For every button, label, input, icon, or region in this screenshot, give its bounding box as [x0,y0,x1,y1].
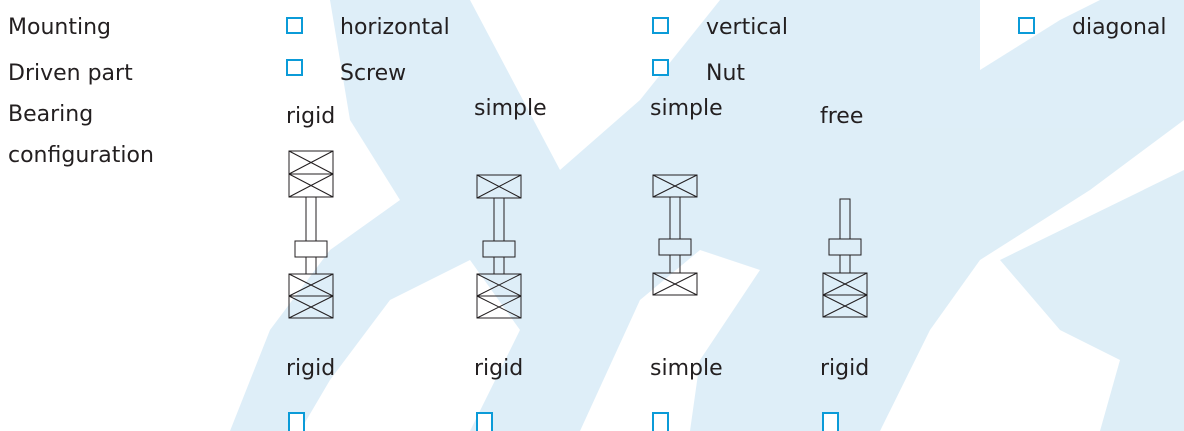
config-3-bottom-label: simple [650,356,723,381]
mounting-diagonal-checkbox[interactable] [1018,17,1035,34]
mounting-horizontal-label: horizontal [340,15,450,40]
config-4-bottom-label: rigid [820,356,870,381]
config-4-top-label: free [820,104,864,129]
config-2-checkbox[interactable] [476,412,493,431]
config-3-bearing-diagram [650,172,700,302]
config-3-checkbox[interactable] [652,412,669,431]
mounting-vertical-checkbox[interactable] [652,17,669,34]
driven-screw-label: Screw [340,61,407,86]
config-1-bottom-label: rigid [286,356,336,381]
config-1-top-label: rigid [286,104,336,129]
bearing-label-line1: Bearing [8,102,94,127]
config-1-checkbox[interactable] [288,412,305,431]
config-2-bearing-diagram [474,172,524,322]
config-1-bearing-diagram [286,150,336,320]
driven-nut-checkbox[interactable] [652,59,669,76]
config-4-checkbox[interactable] [822,412,839,431]
driven-nut-label: Nut [706,61,746,86]
mounting-diagonal-label: diagonal [1072,15,1167,40]
config-2-top-label: simple [474,96,547,121]
driven-screw-checkbox[interactable] [286,59,303,76]
config-3-top-label: simple [650,96,723,121]
mounting-label: Mounting [8,15,111,40]
driven-part-label: Driven part [8,61,133,86]
mounting-vertical-label: vertical [706,15,789,40]
config-2-bottom-label: rigid [474,356,524,381]
mounting-horizontal-checkbox[interactable] [286,17,303,34]
config-4-bearing-diagram [820,196,870,322]
bearing-label-line2: configuration [8,143,154,168]
